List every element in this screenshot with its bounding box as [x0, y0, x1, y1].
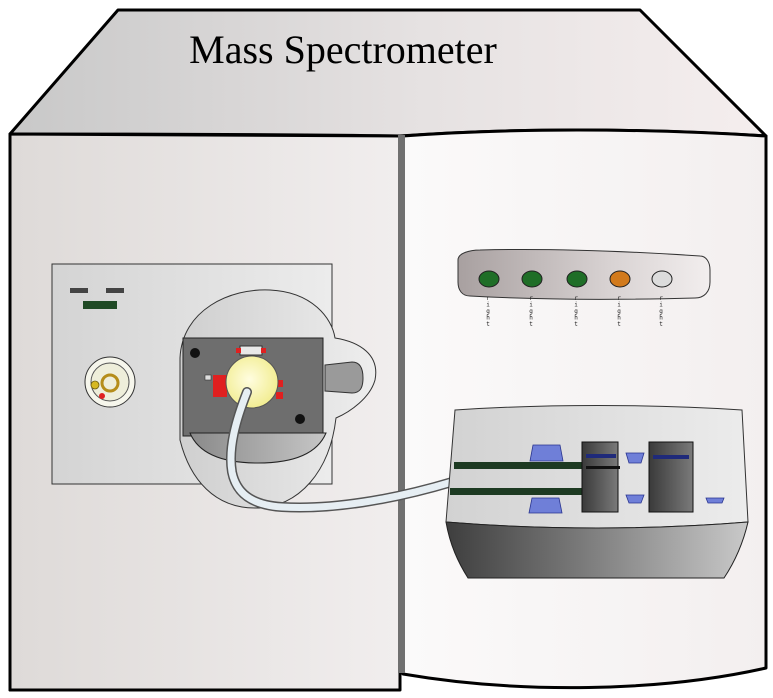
blue-port-top-left[interactable] — [529, 444, 564, 462]
ion-source[interactable] — [225, 355, 279, 409]
blue-port-mid-bottom[interactable] — [625, 494, 645, 504]
status-led-2 — [521, 270, 543, 288]
screw-bottom-right — [295, 414, 305, 424]
side-valve[interactable] — [324, 361, 364, 394]
panel-divider — [398, 135, 405, 673]
red-tab-right-2 — [276, 392, 283, 399]
transfer-tube — [225, 387, 457, 513]
card-slot-right[interactable] — [648, 441, 694, 513]
cable-rail-upper — [454, 462, 614, 469]
indicator-slot-left — [70, 288, 88, 293]
inlet-dot-red — [99, 393, 105, 399]
screw-top-left — [190, 348, 200, 358]
status-led-3 — [566, 270, 588, 288]
inlet-dot-yellow — [90, 380, 100, 390]
status-led-1 — [478, 270, 500, 288]
io-base — [445, 521, 749, 579]
drain-bowl — [189, 432, 327, 464]
top-connector — [239, 345, 263, 356]
blue-port-mid-top[interactable] — [625, 452, 645, 464]
display-window — [83, 301, 117, 309]
inlet-ring — [100, 373, 120, 393]
blue-port-right[interactable] — [705, 497, 725, 504]
io-panel — [445, 405, 749, 579]
status-led-4 — [609, 270, 631, 288]
status-led-5 — [651, 270, 673, 288]
inlet-port[interactable] — [84, 356, 136, 408]
card-slot-left[interactable] — [581, 441, 619, 513]
blue-port-bottom-left[interactable] — [528, 497, 563, 514]
cable-rail-lower — [450, 488, 582, 495]
red-tab-right-1 — [276, 380, 283, 387]
title: Mass Spectrometer — [189, 27, 497, 72]
red-block-left — [213, 375, 227, 397]
indicator-slot-right — [106, 288, 124, 293]
